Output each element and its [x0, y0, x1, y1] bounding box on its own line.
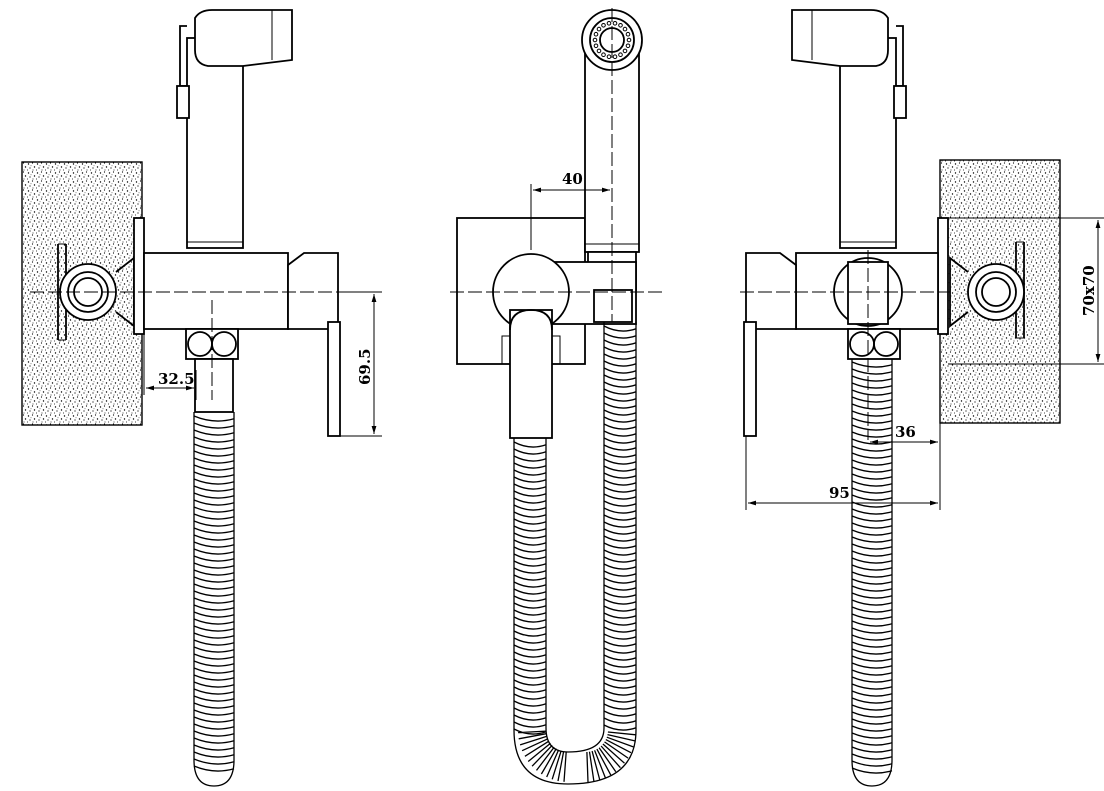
- nozzle-hole: [601, 52, 606, 58]
- nozzle-hole: [618, 23, 623, 28]
- left-mixer-body: [143, 252, 341, 437]
- dim-32-5: 32.5: [143, 330, 197, 400]
- nozzle-hole: [612, 21, 618, 26]
- nozzle-hole: [596, 26, 602, 32]
- dim-40: 40: [530, 170, 610, 250]
- right-hand-sprayer: [791, 9, 907, 249]
- right-mixer-body: [743, 252, 939, 437]
- nozzle-hole: [601, 23, 606, 28]
- dim-label-left-offset: 32.5: [158, 370, 195, 388]
- nozzle-hole: [596, 48, 602, 54]
- nozzle-hole: [606, 21, 612, 26]
- front-view: 40: [450, 8, 665, 785]
- nozzle-hole: [593, 31, 599, 37]
- right-side-view: 70x70 36 95: [740, 9, 1104, 787]
- nozzle-hole: [606, 54, 612, 60]
- nozzle-hole: [622, 48, 628, 54]
- nozzle-hole: [593, 43, 599, 49]
- nozzle-hole: [626, 37, 632, 43]
- front-hose: [513, 322, 637, 785]
- dim-label-center-offset: 40: [562, 170, 583, 188]
- nozzle-hole: [625, 31, 631, 37]
- dim-label-left-height: 69.5: [356, 348, 374, 385]
- nozzle-hole: [612, 54, 618, 60]
- dim-95: 95: [745, 436, 938, 510]
- nozzle-hole: [622, 26, 628, 32]
- nozzle-hole: [592, 37, 598, 43]
- dim-36: 36: [870, 423, 941, 510]
- left-hand-sprayer: [176, 9, 293, 249]
- dim-69-5: 69.5: [340, 291, 382, 437]
- left-side-view: 32.5 69.5: [21, 9, 382, 787]
- dim-70x70: 70x70: [948, 217, 1104, 365]
- dim-label-right-total: 95: [829, 484, 850, 502]
- left-hose: [193, 412, 235, 787]
- dim-label-right-depth: 36: [895, 423, 916, 441]
- dim-label-right-plate: 70x70: [1080, 265, 1098, 316]
- right-wall-valve: [937, 217, 1025, 339]
- nozzle-hole: [625, 43, 631, 49]
- nozzle-hole: [618, 52, 623, 58]
- right-hose: [851, 359, 893, 787]
- front-mixer-body: [492, 253, 637, 439]
